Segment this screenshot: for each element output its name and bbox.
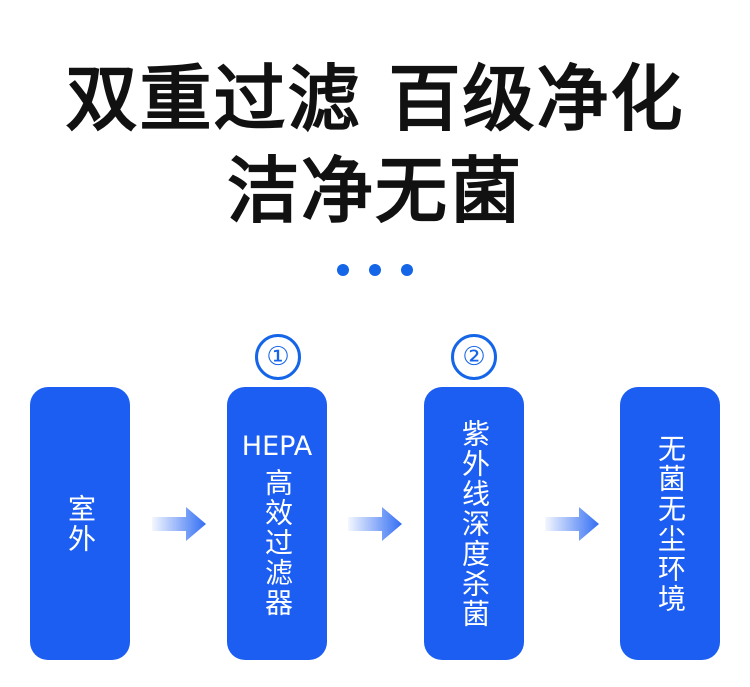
dots-divider bbox=[0, 264, 750, 276]
headline-line1: 双重过滤 百级净化 bbox=[65, 57, 685, 141]
step-box-title: HEPA bbox=[241, 430, 313, 462]
step-box-outdoor: 室外 bbox=[30, 387, 130, 660]
step-box-label: 紫外线深度杀菌 bbox=[458, 418, 491, 629]
step-number-2: ② bbox=[451, 334, 497, 380]
step-box-uv: 紫外线深度杀菌 bbox=[424, 387, 524, 660]
step-box-sterile: 无菌无尘环境 bbox=[620, 387, 720, 660]
arrow-right-icon bbox=[152, 507, 206, 541]
arrow-right-icon bbox=[545, 507, 599, 541]
dot-3 bbox=[401, 264, 413, 276]
dot-1 bbox=[337, 264, 349, 276]
step-box-hepa: HEPA 高效过滤器 bbox=[227, 387, 327, 660]
step-box-label: 无菌无尘环境 bbox=[654, 433, 687, 614]
step-number-1: ① bbox=[255, 334, 301, 380]
dot-2 bbox=[369, 264, 381, 276]
step-box-label: 高效过滤器 bbox=[261, 467, 294, 618]
step-box-label: 室外 bbox=[64, 493, 97, 554]
headline-line2: 洁净无菌 bbox=[226, 149, 523, 233]
arrow-right-icon bbox=[348, 507, 402, 541]
